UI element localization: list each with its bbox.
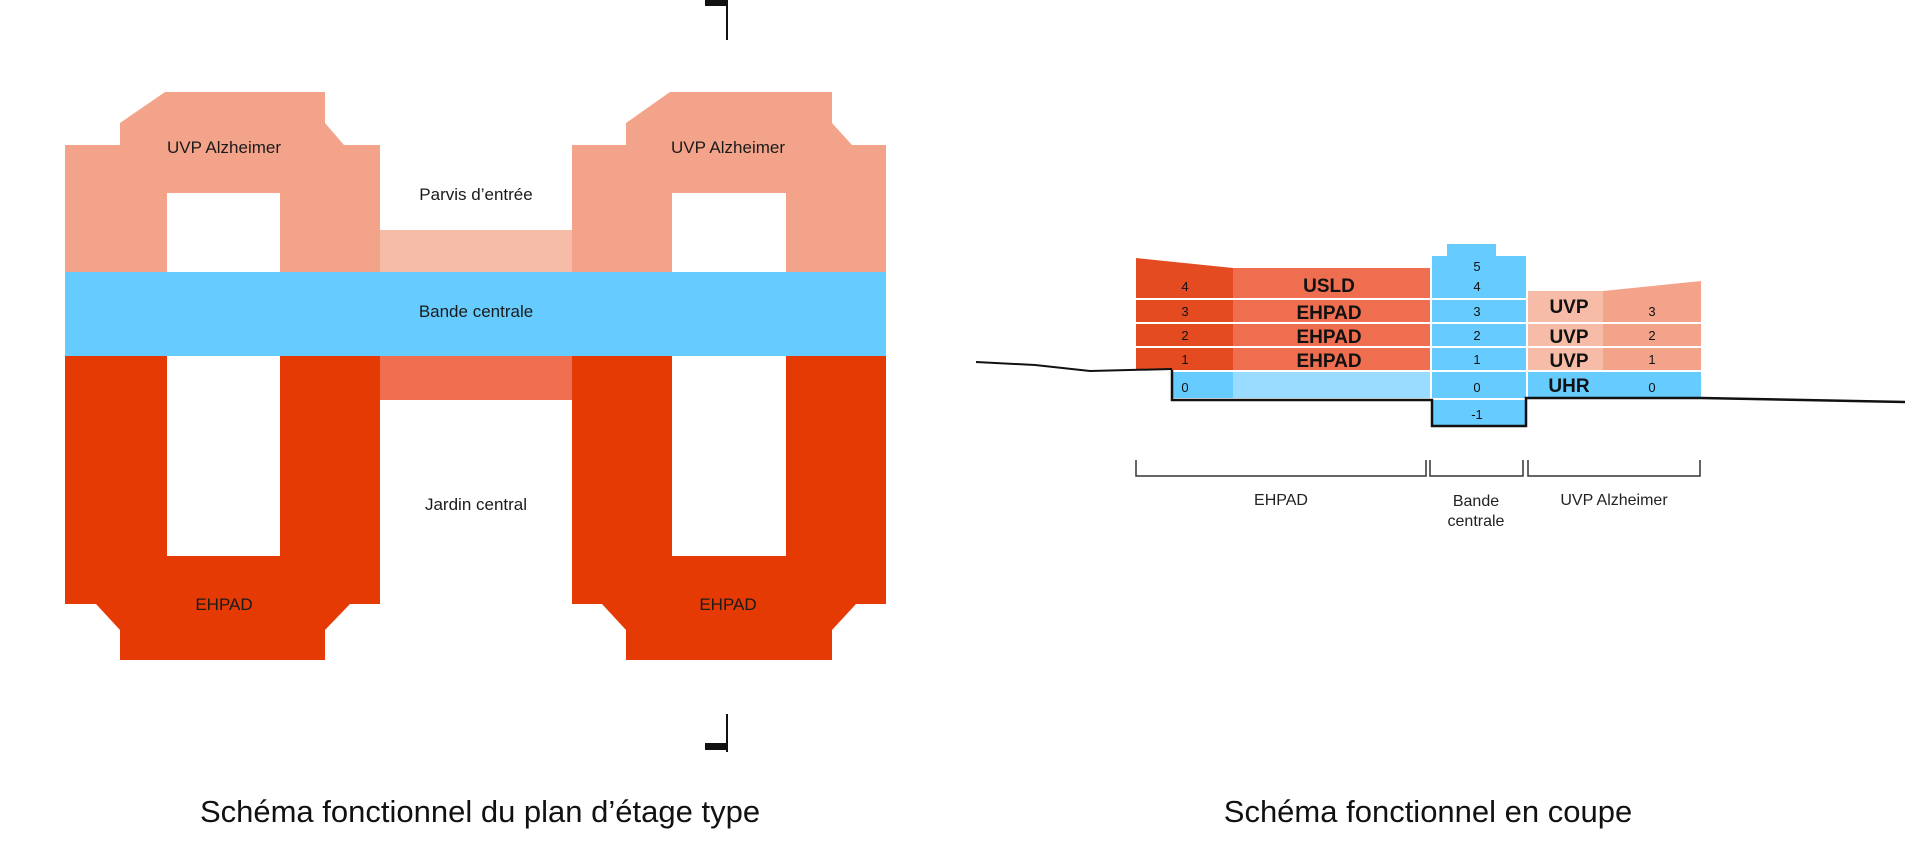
ehpad-use-label: EHPAD (1296, 303, 1361, 324)
uvp-level-1 (1603, 348, 1701, 370)
bande-level-1 (1432, 348, 1526, 370)
ehpad-level-3 (1136, 300, 1233, 322)
ehpad-block-right (572, 356, 886, 660)
ehpad-level-0-use (1233, 372, 1430, 398)
section-cut-marker-bottom (705, 714, 728, 752)
label-ehpad-right: EHPAD (699, 595, 756, 614)
uvp-level-number: 1 (1648, 352, 1655, 367)
section-diagram: 4 3 2 1 0 USLD EHPAD EHPAD EHPAD 5 4 3 2… (975, 244, 1906, 829)
terrain-line (975, 361, 1173, 373)
bande-level-number: 2 (1473, 328, 1480, 343)
uvp-level-number: 3 (1648, 304, 1655, 319)
bande-level-4-shoulder (1432, 256, 1526, 298)
uvp-level-0-use (1528, 372, 1603, 398)
uvp-use-label: UHR (1548, 376, 1589, 397)
bracket-label-bande-line1: Bande (1453, 493, 1499, 510)
ehpad-level-4-use (1233, 268, 1430, 298)
ehpad-use-label: USLD (1303, 276, 1355, 297)
uvp-use-label: UVP (1549, 327, 1588, 348)
uvp-level-3-use (1528, 291, 1603, 322)
bande-level-number: 3 (1473, 304, 1480, 319)
ehpad-level-number: 0 (1181, 380, 1188, 395)
ground-outline (1170, 370, 1906, 428)
uvp-level-2 (1603, 324, 1701, 346)
uvp-level-number: 2 (1648, 328, 1655, 343)
label-bande-centrale: Bande centrale (419, 302, 533, 321)
ehpad-level-3-use (1233, 300, 1430, 322)
caption-section: Schéma fonctionnel en coupe (1224, 794, 1632, 829)
ehpad-level-number: 3 (1181, 304, 1188, 319)
bande-level-number: 4 (1473, 279, 1480, 294)
bracket-label-uvp: UVP Alzheimer (1560, 492, 1668, 509)
bande-level-0 (1432, 372, 1526, 398)
ehpad-use-label: EHPAD (1296, 351, 1361, 372)
floor-plan: UVP Alzheimer UVP Alzheimer Parvis d’ent… (65, 0, 886, 829)
bande-level-number: 1 (1473, 352, 1480, 367)
bracket-label-ehpad: EHPAD (1254, 492, 1308, 509)
bande-centrale-band (65, 272, 886, 356)
label-parvis: Parvis d’entrée (419, 185, 532, 204)
label-uvp-left: UVP Alzheimer (167, 138, 281, 157)
label-ehpad-left: EHPAD (195, 595, 252, 614)
ehpad-level-1 (1136, 348, 1233, 370)
bande-level-number: 0 (1473, 380, 1480, 395)
bande-level-number: 5 (1473, 259, 1480, 274)
ehpad-level-4 (1136, 258, 1233, 298)
bande-level-3 (1432, 300, 1526, 322)
label-jardin-central: Jardin central (425, 495, 527, 514)
uvp-use-label: UVP (1549, 297, 1588, 318)
section-cut-marker-top (705, 0, 728, 40)
uvp-use-label: UVP (1549, 351, 1588, 372)
bracket-ehpad (1135, 460, 1427, 477)
ehpad-level-1-use (1233, 348, 1430, 370)
ehpad-level-0 (1172, 372, 1233, 398)
ehpad-level-2-use (1233, 324, 1430, 346)
label-uvp-right: UVP Alzheimer (671, 138, 785, 157)
ehpad-block-left (65, 356, 380, 660)
uvp-level-2-use (1528, 324, 1603, 346)
ehpad-level-2 (1136, 324, 1233, 346)
bande-level-minus1 (1432, 400, 1526, 426)
parvis-connector (380, 230, 572, 272)
ehpad-level-number: 4 (1181, 279, 1188, 294)
ehpad-level-number: 2 (1181, 328, 1188, 343)
ehpad-level-number: 1 (1181, 352, 1188, 367)
uvp-block-left (65, 92, 380, 272)
bande-level-2 (1432, 324, 1526, 346)
bracket-bande (1429, 460, 1524, 477)
uvp-level-1-use (1528, 348, 1603, 370)
uvp-block-right (572, 92, 886, 272)
bande-level-number: -1 (1471, 407, 1483, 422)
uvp-level-3 (1603, 281, 1701, 322)
jardin-connector (380, 356, 572, 400)
uvp-level-number: 0 (1648, 380, 1655, 395)
caption-plan: Schéma fonctionnel du plan d’étage type (200, 794, 760, 829)
uvp-level-0 (1603, 372, 1701, 398)
bracket-label-bande-line2: centrale (1448, 513, 1505, 530)
ehpad-use-label: EHPAD (1296, 327, 1361, 348)
bracket-uvp (1527, 460, 1701, 477)
